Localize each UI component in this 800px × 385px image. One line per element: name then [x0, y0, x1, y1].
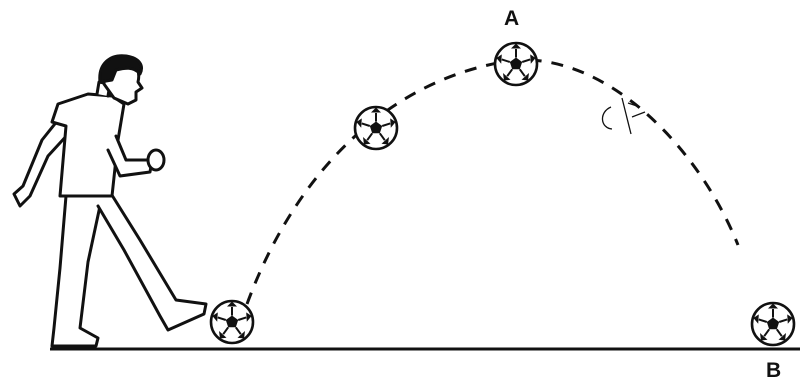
motion-mark — [601, 97, 646, 135]
person-kicking — [12, 54, 208, 348]
point-a-label: A — [504, 7, 520, 30]
soccer-ball-icon — [493, 41, 539, 87]
soccer-ball-icon — [209, 299, 255, 345]
ball-trajectory — [245, 58, 740, 305]
point-b-label: B — [766, 359, 782, 382]
soccer-ball-icon — [353, 105, 399, 151]
soccer-ball-icon — [750, 301, 796, 347]
